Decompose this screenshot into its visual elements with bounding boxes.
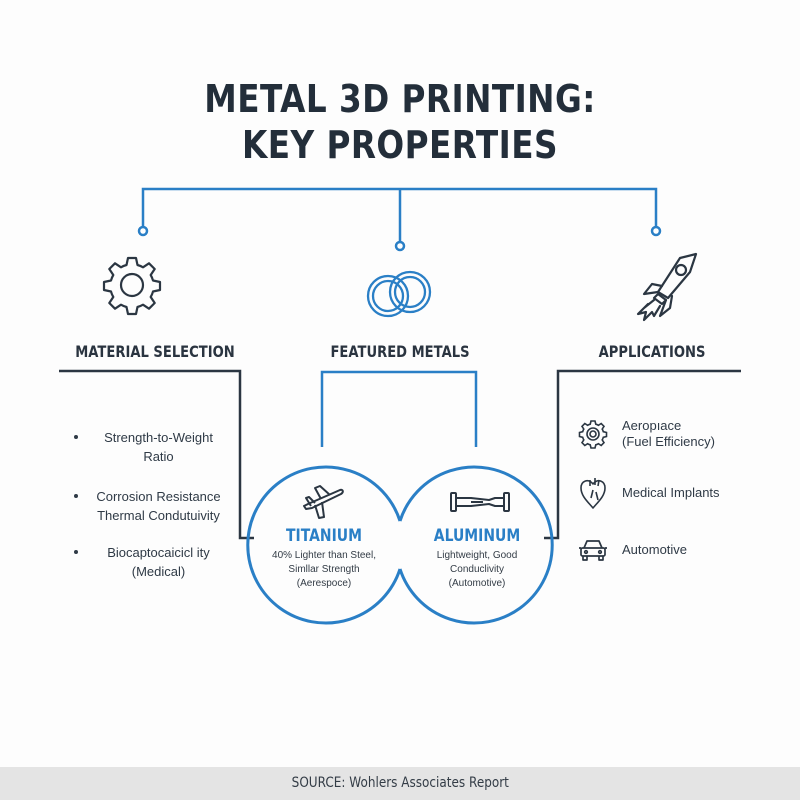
metal-name-titanium: TITANIUM	[286, 526, 362, 546]
page-title: METAL 3D PRINTING: KEY PROPERTIES	[56, 76, 744, 168]
car-axle-icon	[450, 492, 510, 512]
titanium-circle	[246, 465, 402, 625]
metal-desc-aluminum: Lightweight, Good Conduclivity (Automoti…	[436, 550, 518, 589]
heading-featured-metals: FEATURED METALS	[330, 342, 470, 361]
application-medical: Medical Implants	[578, 476, 720, 510]
application-sublabel: (Fuel Efficiency)	[622, 434, 715, 449]
metal-desc-titanium: 40% Lighter than Steel, Simllar Strength…	[272, 550, 376, 589]
bullet-dot	[74, 435, 78, 439]
aluminum-card: ALUMINUM Lightweight, Good Conduclivity …	[412, 526, 542, 591]
list-item: Biocaptocaicicl ity (Medical)	[60, 543, 235, 581]
heading-applications: APPLICATIONS	[598, 342, 706, 361]
heading-material-selection: MATERIAL SELECTION	[75, 342, 235, 361]
title-line-1: METAL 3D PRINTING:	[204, 77, 596, 121]
application-aerospace: Aeropıace (Fuel Efficiency)	[578, 418, 715, 450]
aluminum-circle	[398, 465, 554, 625]
application-label: Aeropıace	[622, 418, 682, 433]
metal-name-aluminum: ALUMINUM	[433, 526, 521, 546]
source-footer: SOURCE: Wohlers Associates Report	[0, 767, 800, 800]
list-item: Corrosion Resistance Thermal Condutuivit…	[60, 487, 235, 525]
gear-icon	[578, 420, 608, 449]
bullet-dot	[74, 550, 78, 554]
source-text: SOURCE: Wohlers Associates Report	[291, 775, 509, 791]
car-icon	[579, 540, 607, 561]
list-item: Strength-to-Weight Ratio	[60, 428, 235, 466]
heart-icon	[580, 478, 606, 509]
application-automotive: Automotive	[578, 538, 687, 562]
airplane-icon	[303, 485, 344, 519]
rocket-icon	[636, 252, 698, 322]
application-label: Automotive	[622, 542, 688, 557]
gear-icon	[102, 256, 162, 316]
interlocking-rings-icon	[366, 270, 432, 318]
title-line-2: KEY PROPERTIES	[242, 123, 558, 167]
bullet-dot	[74, 494, 78, 498]
application-label: Medical Implants	[622, 485, 720, 500]
titanium-card: TITANIUM 40% Lighter than Steel, Simllar…	[259, 526, 389, 591]
